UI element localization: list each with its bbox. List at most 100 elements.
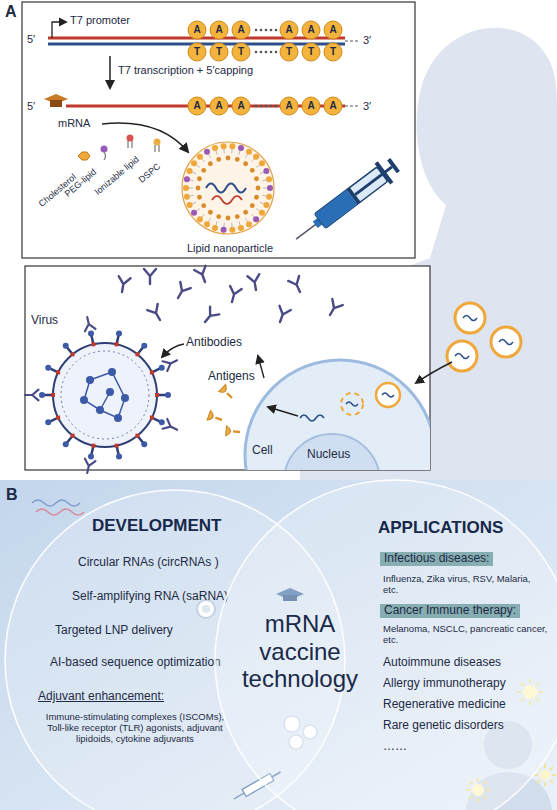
base-letter: A [210,100,228,112]
shape-part [71,434,75,438]
nanoparticle-circle: Lipid nanoparticle [180,140,280,258]
shape-outline [28,312,178,467]
shape-part [88,331,94,337]
shape-part [266,194,272,200]
antibody [226,286,241,304]
shape-part [226,216,231,221]
illustration-part [78,152,90,160]
antibody [144,269,156,284]
shape-part [254,176,259,181]
process-arrow [102,123,188,152]
shape-part [45,419,51,425]
illustration-part [315,167,388,228]
illustration-part [188,43,206,61]
shape-part [201,168,206,173]
nanoparticles [447,303,521,371]
shape-part [253,154,259,160]
shape-part [115,444,119,448]
shape-part [163,419,180,435]
base-letter: A [232,24,250,36]
shape-part [204,149,210,155]
illustration-part [226,426,231,436]
syringe [288,154,403,249]
category-heading: Infectious diseases: [380,552,493,566]
shape-part [206,184,246,193]
node-label: Cell [252,444,273,458]
illustration-part [255,105,258,108]
list-item: Self-amplifying RNA (saRNA) [72,590,228,604]
list-item: Rare genetic disorders [383,719,504,733]
illustration-part [447,341,477,371]
illustration-part [32,500,80,506]
node-label: Nucleus [307,448,350,462]
panel-frame [22,2,415,258]
illustration-part [232,21,250,39]
shape-part [250,168,255,173]
base-letter: A [302,100,320,112]
molecule-label: mRNA [58,117,90,130]
antigen [226,426,241,437]
shape-part [53,343,157,447]
illustration-part [188,21,206,39]
component-label: Ionizable lipid [93,154,141,197]
shape-part [246,221,252,227]
shape-part [187,202,193,208]
illustration-part [265,29,268,32]
shape-outline [180,140,280,258]
shape-part [159,365,165,371]
antigen [219,385,236,402]
shape-part [25,390,39,401]
promoter-label: T7 promoter [70,14,130,27]
illustration-part [255,51,258,54]
base-letter: A [280,24,298,36]
illustration-part [270,29,273,32]
base-letter: A [232,100,250,112]
illustration-part [260,105,263,108]
node-label: Virus [31,314,58,328]
shape-part [238,225,244,231]
category-heading: Cancer Immune therapy: [380,604,520,618]
antibody [325,299,343,318]
rna-icon [32,500,84,515]
base-letter: T [188,46,206,58]
shape-part [250,203,255,208]
shape-part [163,355,180,371]
list-detail: Melanoma, NSCLC, pancreatic cancer, etc. [383,624,548,646]
panel-letter: B [6,486,18,504]
shape-part [256,186,261,191]
illustration-part [499,340,513,345]
illustration-part [345,41,359,42]
illustration-part [324,43,342,61]
base-letter: T [232,46,250,58]
illustration-part [50,100,62,107]
step-label: T7 transcription + 5′capping [118,64,253,77]
end-label: 3′ [363,34,371,47]
illustration-part [537,780,540,783]
illustration-part [540,770,550,780]
illustration-part [455,354,469,359]
illustration-part [550,767,553,770]
illustration-part [227,393,232,398]
shape-part [135,352,139,356]
shape-part [116,331,122,337]
uptake-arrow [416,362,452,383]
shape-part [82,316,96,332]
antibody [173,282,191,301]
shape-part [197,195,202,200]
shape-part [263,168,269,174]
shape-part [159,419,165,425]
list-item: Circular RNAs (circRNAs ) [78,556,219,570]
shape-part [229,143,235,149]
illustration-part [355,167,392,195]
illustration-part [210,21,228,39]
shape-part [197,154,203,160]
end-label: 5′ [27,100,35,113]
center-title: mRNA vaccine technology [232,610,368,693]
shape-part [221,143,227,149]
illustration-part [280,43,298,61]
antibody [147,304,165,323]
shape-part [91,342,95,346]
shape-part [212,196,242,204]
shape-part [267,185,273,191]
